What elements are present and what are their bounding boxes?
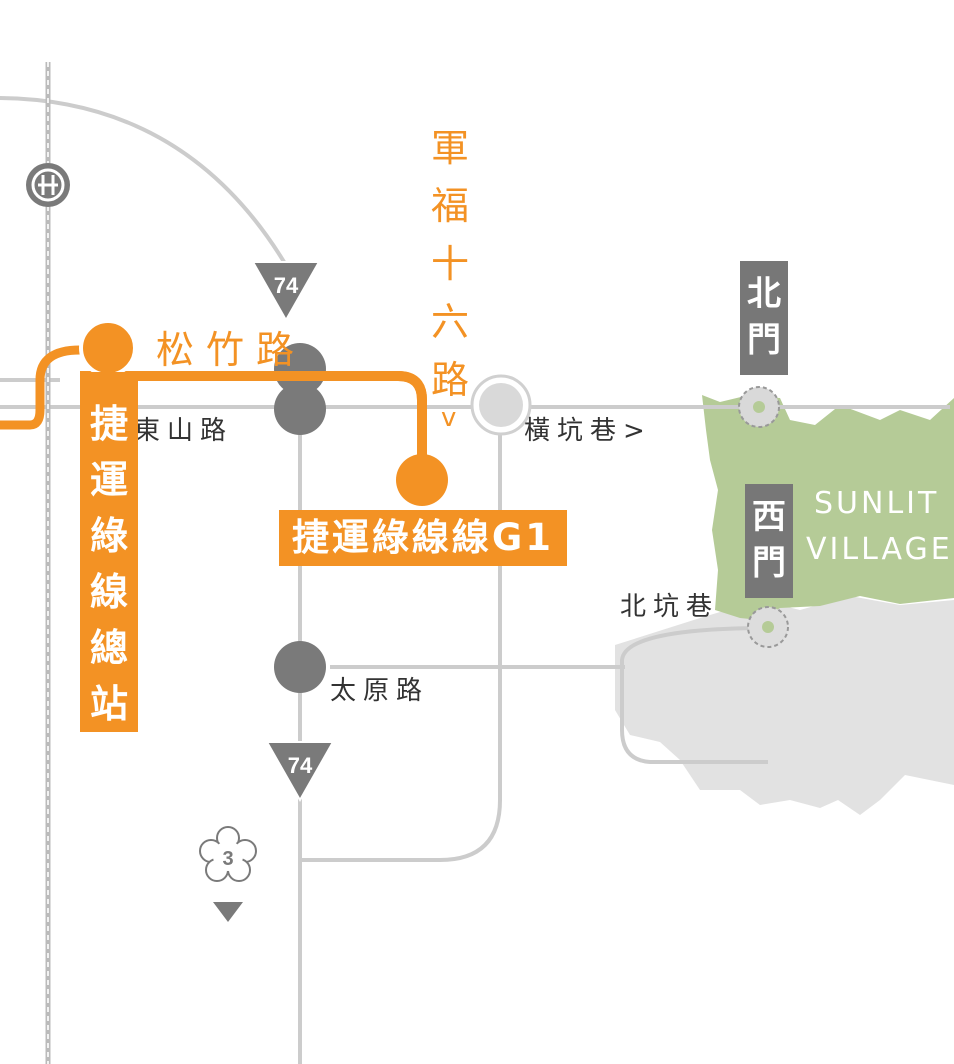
station-dongshan[interactable] [274,383,326,435]
plum-route-shield-icon: 3 [199,826,257,922]
dongshan-road-label: 東山路 [134,416,234,446]
highway-74-shield-bottom: 74 [265,741,335,803]
down-arrow-icon [213,902,243,922]
junfu-road [300,420,502,862]
north-gate-marker[interactable] [738,386,780,428]
west-gate-marker[interactable] [747,606,789,648]
station-songzhu[interactable] [274,343,326,395]
junfu16-road-label: 軍福十六路 [430,126,469,402]
svg-text:74: 74 [288,753,313,778]
junfu16-arrow: v [441,403,457,433]
hsr-rail-icon [26,163,70,207]
west-gate-label: 西門 [745,484,793,598]
sunlit-village-line2: VILLAGE [806,532,953,567]
g1-station-dot[interactable] [396,454,448,506]
svg-text:3: 3 [222,848,233,870]
sunlit-village-line1: SUNLIT [814,486,940,521]
henggeng-lane-label: 橫坑巷> [524,416,652,446]
main-station-label[interactable]: 捷運綠線總站 [80,372,138,732]
beikeng-road [620,626,771,764]
highway-74-shield-top: 74 [251,261,321,323]
taiyuan-road-label: 太原路 [330,676,430,706]
svg-text:74: 74 [274,273,299,298]
songzhu-road-label: 松竹路 [156,328,307,372]
north-gate-label: 北門 [740,261,788,375]
station-henggeng[interactable] [479,383,523,427]
station-taiyuan[interactable] [274,641,326,693]
curved-road [0,96,302,291]
main-station-dot[interactable] [79,319,137,377]
g1-station-label[interactable]: 捷運綠線線G1 [279,510,567,566]
beikeng-lane-label: 北坑巷 [620,592,720,622]
metro-line [0,345,81,430]
